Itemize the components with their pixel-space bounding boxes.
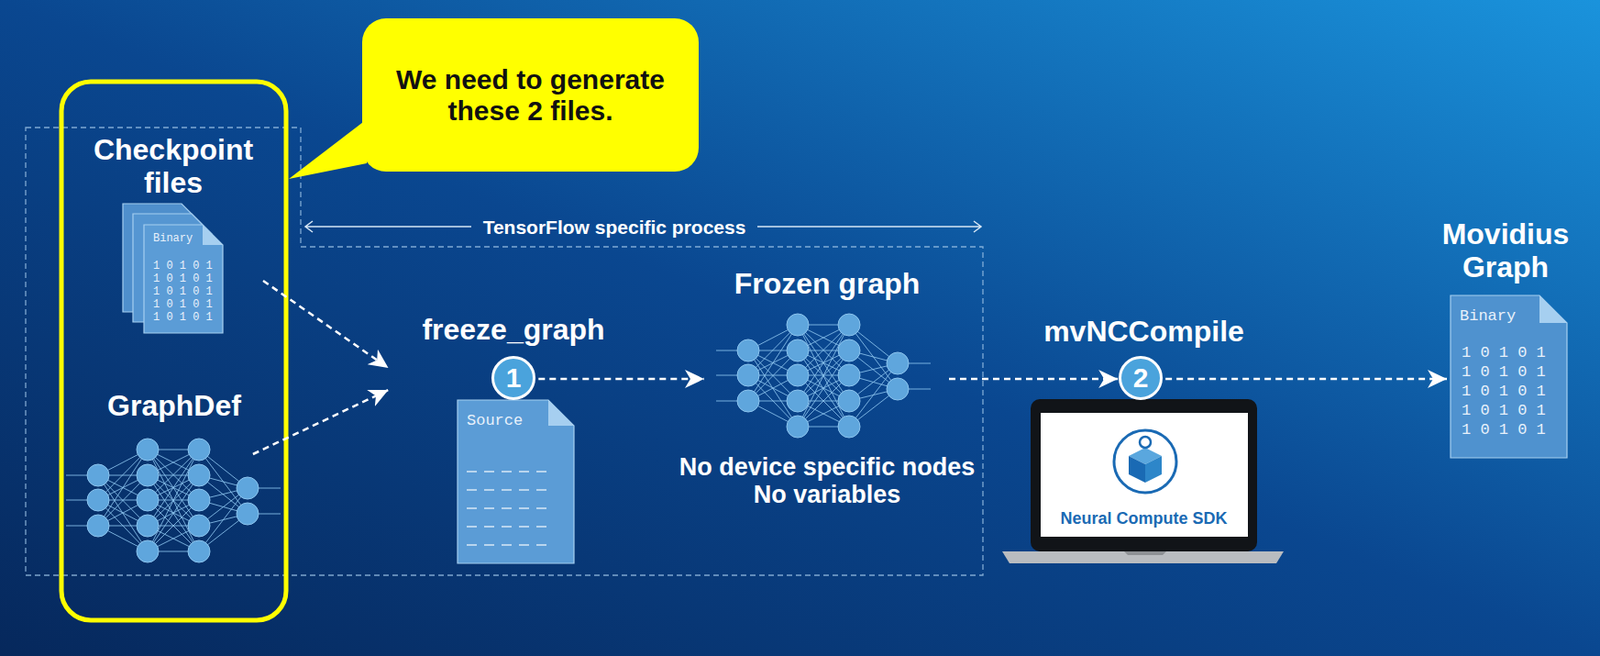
- node-heading: freeze_graph: [417, 313, 610, 347]
- file-content: Binary: [1459, 308, 1516, 324]
- step-number: 2: [1118, 355, 1163, 400]
- file-fold: [1539, 295, 1567, 323]
- callout-bubble: We need to generate these 2 files.: [362, 18, 699, 172]
- laptop-screen: [1040, 412, 1248, 537]
- node-heading: Checkpoint files: [83, 133, 264, 200]
- file-content: Binary: [153, 232, 193, 244]
- file-content: 1 0 1 0 1: [153, 311, 213, 323]
- laptop-lid: [1030, 398, 1258, 552]
- file-content: 1 0 1 0 1: [1461, 383, 1546, 399]
- node-heading: Frozen graph: [666, 267, 988, 301]
- source-lines: [466, 471, 552, 545]
- flow-arrow: [263, 280, 389, 368]
- sdk-logo-gear: [1139, 436, 1151, 448]
- file-heading: GraphDef: [66, 389, 283, 564]
- span-arrow: [757, 220, 982, 232]
- flow-arrow: [948, 377, 1118, 381]
- step-number: 1: [491, 355, 536, 400]
- highlight-box: [61, 81, 287, 620]
- dashed-region: [25, 127, 983, 575]
- file-content: 1 0 1 0 1: [1461, 402, 1546, 419]
- graphdef-network: [66, 438, 281, 563]
- file-content: 1 0 1 0 1: [153, 260, 213, 272]
- file-content: 1 0 1 0 1: [1461, 364, 1546, 380]
- flow-arrow: [1165, 377, 1447, 381]
- file-content: 1 0 1 0 1: [1461, 421, 1546, 438]
- callout-tail: [288, 119, 367, 179]
- node-note: No device specific nodes No variables: [671, 452, 983, 508]
- file-content: 1 0 1 0 1: [1461, 344, 1546, 361]
- file-content: 1 0 1 0 1: [153, 286, 213, 298]
- flow-arrow: [538, 377, 705, 381]
- file-content: 1 0 1 0 1: [153, 298, 213, 310]
- node-heading: mvNCCompile: [999, 315, 1289, 349]
- sdk-logo-box: [1145, 455, 1162, 483]
- frozen-graph-block: Frozen graph No device specific nodes No …: [666, 267, 988, 516]
- sdk-logo-box: [1128, 455, 1146, 483]
- file-content: Source: [466, 412, 523, 429]
- laptop-notch: [1124, 551, 1167, 555]
- laptop-base: [1002, 551, 1284, 563]
- sdk-logo: [1114, 430, 1177, 493]
- file-fold: [202, 224, 223, 245]
- graph-file-icon: [1450, 295, 1567, 458]
- file-icon: [143, 224, 223, 333]
- node-heading: Movidius Graph: [1432, 218, 1579, 285]
- span-arrow: [305, 220, 472, 232]
- process-step: freeze_graph: [417, 313, 610, 563]
- process-scope-label: TensorFlow specific process: [483, 217, 747, 237]
- flow-arrow: [253, 389, 389, 454]
- compile-step: mvNCCompileNeural Compute SDK: [999, 315, 1289, 565]
- frozen-network: [716, 313, 931, 438]
- source-file-icon: [457, 399, 574, 563]
- node-heading: GraphDef: [66, 389, 283, 423]
- node-heading: We need to generate these 2 files.: [387, 64, 674, 126]
- file-content: 1 0 1 0 1: [153, 273, 213, 285]
- file-fold: [548, 399, 574, 426]
- node-note: Neural Compute SDK: [1040, 508, 1248, 528]
